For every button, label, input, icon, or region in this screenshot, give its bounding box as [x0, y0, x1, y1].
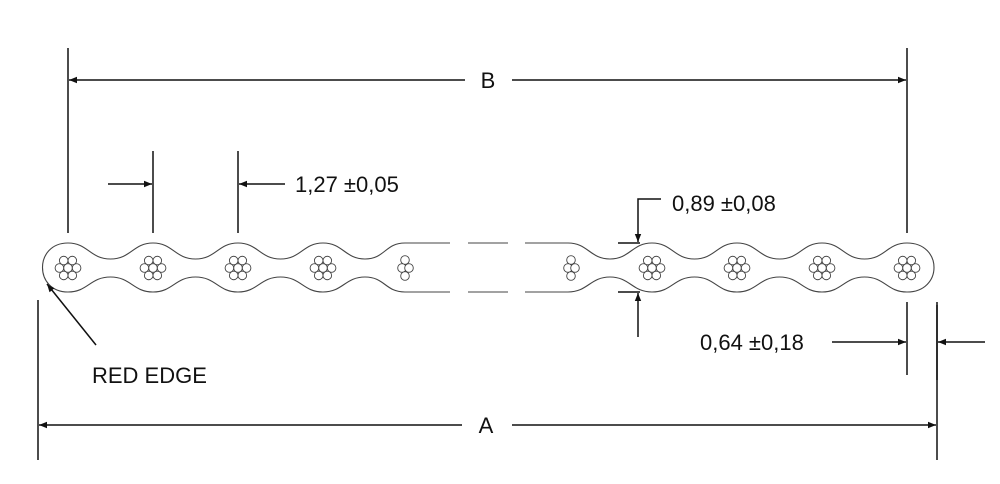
cable-top-edge-left	[67, 242, 450, 260]
dimension-a: A	[37, 300, 938, 460]
strand	[893, 263, 904, 273]
strand	[897, 255, 908, 266]
strand	[309, 263, 320, 273]
strand	[224, 263, 235, 273]
strand	[58, 270, 69, 281]
strand	[71, 263, 82, 273]
strand	[322, 270, 333, 281]
strand	[228, 270, 239, 281]
strand	[825, 263, 836, 273]
strand	[326, 263, 337, 273]
strand	[723, 263, 734, 273]
strand	[313, 270, 324, 281]
strand	[237, 270, 248, 281]
strand	[736, 255, 747, 266]
strand	[237, 255, 248, 266]
strand	[152, 270, 163, 281]
cable-bottom-edge-left	[67, 276, 450, 293]
strand	[54, 263, 65, 273]
strand	[655, 263, 666, 273]
dimension-a-label: A	[479, 413, 494, 438]
strand	[404, 263, 414, 273]
strand	[228, 255, 239, 266]
strand	[570, 263, 580, 273]
strand	[651, 255, 662, 266]
strand	[812, 255, 823, 266]
strand	[808, 263, 819, 273]
strand	[642, 270, 653, 281]
strand	[727, 270, 738, 281]
strand	[143, 255, 154, 266]
strand	[812, 270, 823, 281]
strand	[910, 263, 921, 273]
strand	[566, 255, 576, 265]
strand	[821, 270, 832, 281]
red-edge-callout: RED EDGE	[46, 283, 207, 388]
cable-top-edge-right	[525, 242, 908, 260]
strand	[400, 255, 410, 265]
cable-right-end	[906, 242, 935, 293]
cable-outline	[42, 242, 935, 293]
strand	[906, 270, 917, 281]
strand	[67, 255, 78, 266]
cable-break-dashes	[468, 242, 508, 293]
cable-bottom-edge-right	[525, 276, 908, 293]
strand	[897, 270, 908, 281]
dimension-thickness: 0,89 ±0,08	[618, 191, 776, 337]
strand	[152, 255, 163, 266]
strand	[566, 271, 576, 281]
strand	[400, 271, 410, 281]
strand	[313, 255, 324, 266]
red-edge-label: RED EDGE	[92, 363, 207, 388]
strand	[736, 270, 747, 281]
cable-left-end	[42, 242, 69, 293]
strand	[642, 255, 653, 266]
pitch-label: 1,27 ±0,05	[295, 172, 399, 197]
dimension-b: B	[67, 48, 908, 233]
strand	[241, 263, 252, 273]
strand	[156, 263, 167, 273]
conductors	[54, 255, 921, 281]
thickness-label: 0,89 ±0,08	[672, 191, 776, 216]
dimension-pitch: 1,27 ±0,05	[108, 151, 399, 233]
edge-margin-label: 0,64 ±0,18	[700, 330, 804, 355]
strand	[143, 270, 154, 281]
strand	[906, 255, 917, 266]
dimension-edge-margin: 0,64 ±0,18	[700, 302, 985, 380]
strand	[727, 255, 738, 266]
strand	[139, 263, 150, 273]
strand	[322, 255, 333, 266]
strand	[67, 270, 78, 281]
strand	[651, 270, 662, 281]
dimension-b-label: B	[481, 68, 496, 93]
strand	[740, 263, 751, 273]
strand	[821, 255, 832, 266]
strand	[638, 263, 649, 273]
strand	[58, 255, 69, 266]
